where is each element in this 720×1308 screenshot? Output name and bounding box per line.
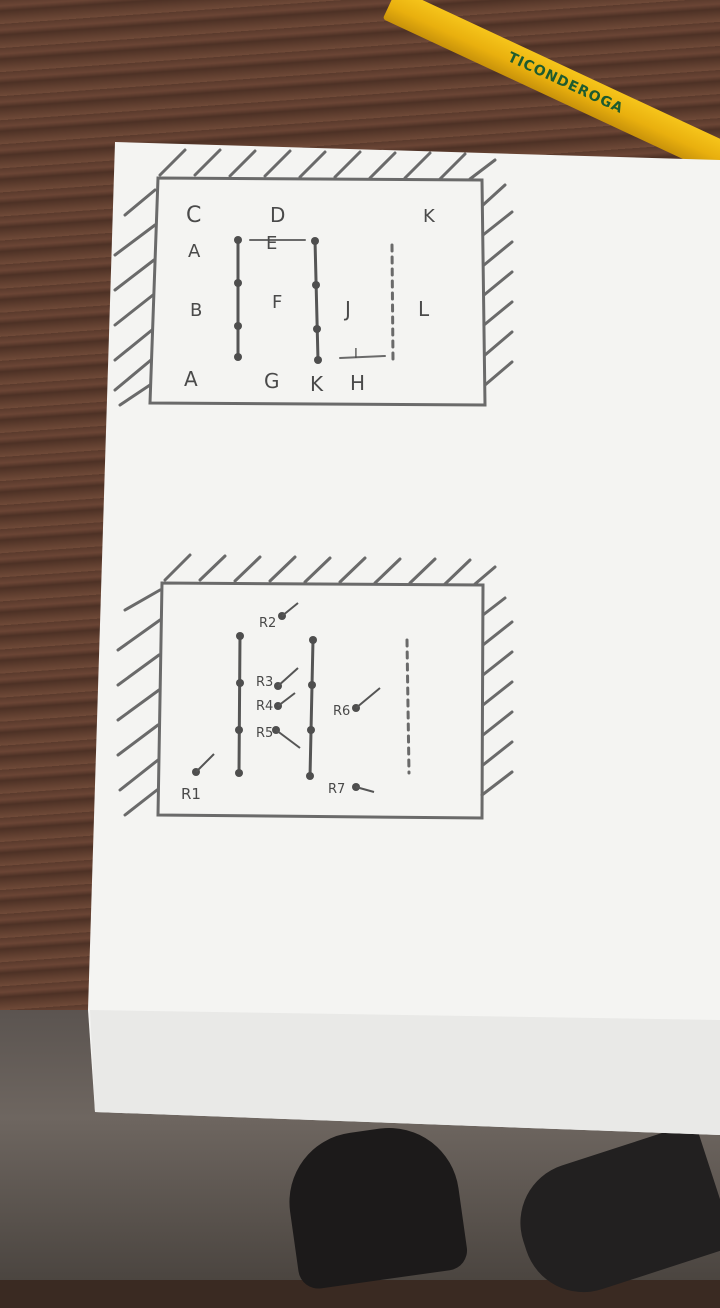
robot-arrow bbox=[355, 687, 381, 709]
node-dot bbox=[235, 769, 243, 777]
label-b: B bbox=[190, 300, 202, 321]
paper-body bbox=[88, 142, 720, 1135]
robot-arrow bbox=[275, 729, 301, 749]
robot-arrow bbox=[277, 667, 299, 687]
label-h: H bbox=[350, 371, 365, 395]
robot-label-r1: R1 bbox=[181, 785, 201, 803]
top-hatch-right bbox=[481, 183, 514, 387]
node-dot bbox=[311, 237, 319, 245]
label-d: D bbox=[270, 203, 285, 227]
node-dot bbox=[309, 636, 317, 644]
node-dot bbox=[235, 726, 243, 734]
node-dot bbox=[313, 325, 321, 333]
top-dashed-line bbox=[390, 243, 395, 362]
node-dot bbox=[312, 281, 320, 289]
label-i: I bbox=[354, 347, 358, 362]
bottom-rack-left bbox=[237, 633, 242, 775]
label-e: E bbox=[266, 233, 277, 254]
label-l: L bbox=[418, 297, 430, 321]
label-j: J bbox=[343, 297, 351, 321]
robot-arrow bbox=[281, 602, 299, 617]
node-dot bbox=[236, 679, 244, 687]
robot-label-r7: R7 bbox=[328, 782, 345, 797]
label-g: G bbox=[264, 369, 280, 393]
robot-label-r4: R4 bbox=[256, 699, 273, 714]
node-dot bbox=[234, 279, 242, 287]
paper-sheet bbox=[88, 142, 720, 1135]
top-hatch-top bbox=[158, 148, 497, 181]
label-a-crossed: A bbox=[188, 241, 201, 262]
node-dot bbox=[236, 632, 244, 640]
label-k-top: K bbox=[423, 206, 436, 227]
bottom-hatch-left bbox=[116, 588, 162, 817]
arrow-i bbox=[339, 355, 386, 359]
bottom-diagram bbox=[116, 553, 514, 820]
node-dot bbox=[234, 353, 242, 361]
node-dot bbox=[307, 726, 315, 734]
sketch-layer: C D K A E B F J L I A G K H R2 R3 R4 R5 … bbox=[113, 148, 514, 820]
node-dot bbox=[234, 322, 242, 330]
top-rack-right bbox=[313, 238, 320, 362]
top-hatch-left bbox=[113, 188, 157, 407]
robot-label-r2: R2 bbox=[259, 616, 276, 631]
robot-arrow bbox=[195, 753, 215, 773]
bottom-hatch-top bbox=[163, 553, 497, 586]
top-diagram bbox=[113, 148, 514, 407]
robot-label-r5: R5 bbox=[256, 726, 273, 741]
robot-label-r3: R3 bbox=[256, 675, 273, 690]
robot-arrow bbox=[355, 786, 375, 793]
label-a: A bbox=[184, 367, 198, 391]
node-dot bbox=[234, 236, 242, 244]
node-dot bbox=[306, 772, 314, 780]
bottom-dashed-line bbox=[405, 638, 411, 775]
node-dot bbox=[314, 356, 322, 364]
label-c: C bbox=[186, 203, 201, 228]
bottom-rack-right bbox=[308, 638, 315, 779]
robot-arrow bbox=[277, 692, 296, 707]
node-dot bbox=[308, 681, 316, 689]
top-room-outline bbox=[148, 176, 487, 407]
robot-label-r6: R6 bbox=[333, 704, 350, 719]
bottom-room-outline bbox=[156, 581, 485, 820]
paper-fold bbox=[90, 1010, 720, 1135]
label-k-bottom: K bbox=[310, 372, 324, 396]
bottom-hatch-right bbox=[480, 596, 514, 797]
label-f: F bbox=[272, 292, 282, 313]
